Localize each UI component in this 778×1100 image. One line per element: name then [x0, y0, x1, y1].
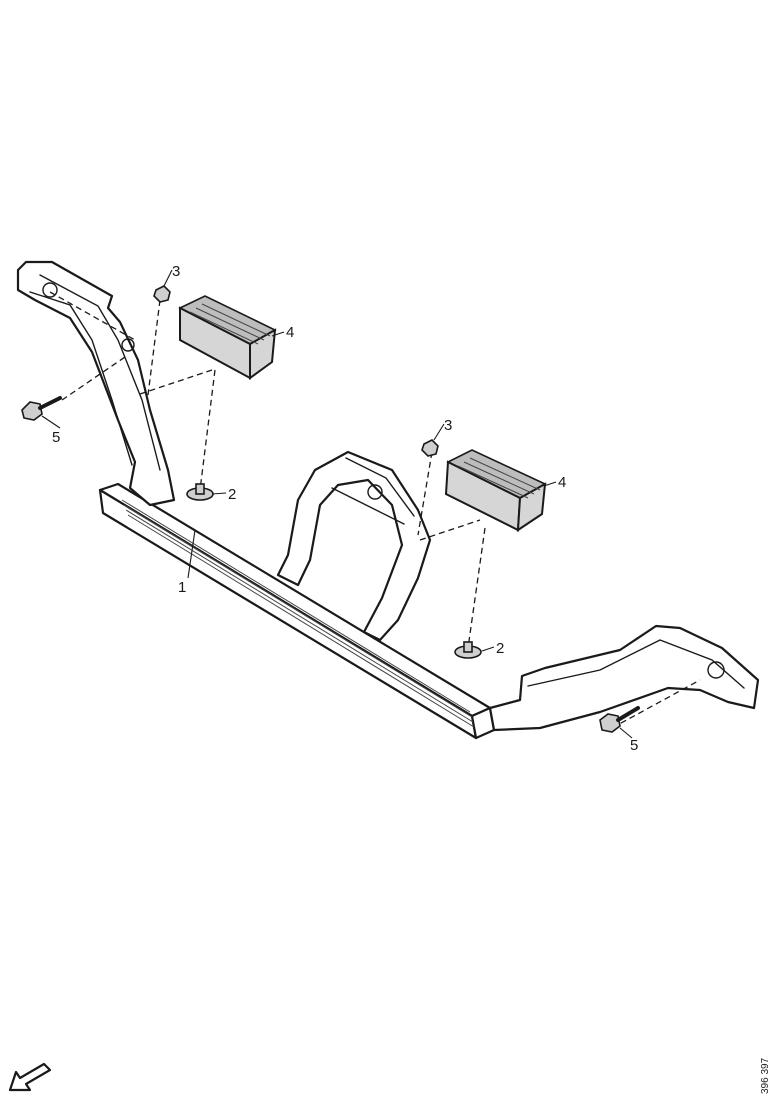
orientation-arrow-icon: [8, 1062, 52, 1092]
callout-4-right: 4: [558, 474, 566, 491]
callout-5-left: 5: [52, 429, 60, 446]
callout-2-right: 2: [496, 640, 504, 657]
document-number: 396 397: [760, 1057, 771, 1094]
step-pad-right: [444, 449, 547, 532]
assembly-lines: [49, 291, 701, 729]
step-pad-left: [178, 295, 277, 380]
callout-5-right: 5: [630, 737, 638, 754]
callout-2-left: 2: [228, 486, 236, 503]
step-bar: [98, 482, 496, 740]
right-mounting-bracket: [488, 624, 760, 732]
leader-lines: [41, 269, 633, 739]
nut-left: [153, 285, 171, 303]
nut-right: [421, 439, 439, 457]
callout-1: 1: [178, 579, 186, 596]
callout-3-right: 3: [444, 417, 452, 434]
callout-4-left: 4: [286, 324, 294, 341]
clip-left: [186, 483, 214, 501]
center-bracket: [276, 450, 432, 642]
bolt-left: [21, 396, 62, 421]
clip-right: [454, 641, 482, 659]
bolt-right: [599, 706, 640, 733]
left-mounting-bracket: [16, 260, 176, 507]
callout-3-left: 3: [172, 263, 180, 280]
